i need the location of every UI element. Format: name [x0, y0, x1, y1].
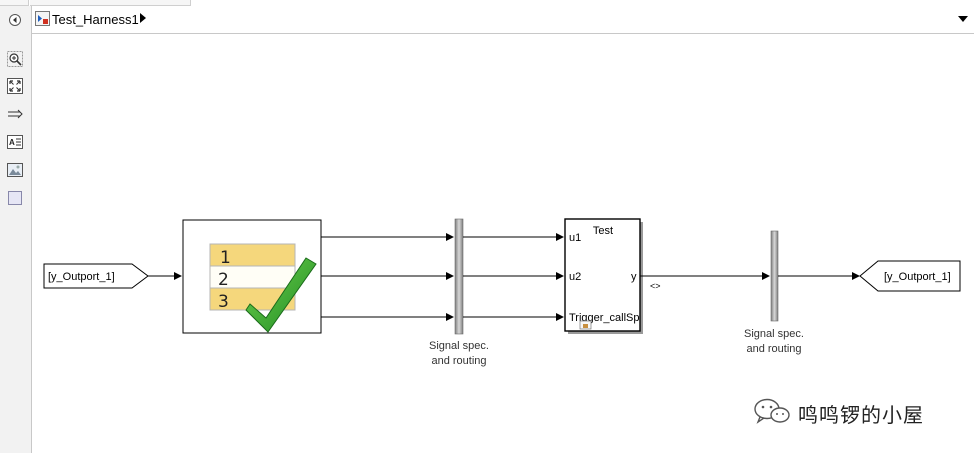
test-subsystem-block[interactable]: Test u1 u2 Trigger_callSp y [564, 218, 643, 334]
svg-text:A: A [9, 138, 15, 147]
signal-spec-block[interactable] [454, 218, 464, 335]
area-button[interactable] [6, 189, 24, 207]
chevron-down-icon[interactable] [958, 16, 968, 22]
arrow-head-icon [556, 272, 564, 280]
annotation-icon: A [7, 135, 23, 149]
signal-spec-caption-line2: and routing [746, 343, 801, 355]
wechat-icon [754, 398, 790, 424]
arrow-head-icon [556, 313, 564, 321]
left-toolbar: A [0, 6, 32, 453]
checkmark-icon [245, 257, 317, 333]
arrow-head-icon [852, 272, 860, 280]
breadcrumb: Test_Harness1 [32, 6, 974, 34]
from-block-label: [y_Outport_1] [884, 271, 951, 283]
arrow-head-icon [556, 233, 564, 241]
breadcrumb-expand-icon[interactable] [140, 13, 146, 23]
signal-editor-block[interactable]: 1 2 3 [182, 219, 322, 334]
image-button[interactable] [6, 161, 24, 179]
goto-block[interactable]: [y_Outport_1] [43, 263, 149, 289]
signal-arrows-button[interactable] [6, 105, 24, 123]
goto-block-label: [y_Outport_1] [48, 271, 115, 283]
top-strip [0, 0, 974, 6]
port-label-u2: u2 [569, 271, 581, 283]
breadcrumb-model-link[interactable]: Test_Harness1 [52, 12, 139, 27]
signal-spec-block[interactable] [770, 230, 779, 322]
lock-icon [579, 320, 592, 330]
zoom-in-button[interactable] [6, 50, 24, 68]
area-icon [8, 191, 22, 205]
signal-row-3: 3 [218, 292, 229, 312]
signal-row-1: 1 [220, 248, 231, 268]
arrow-head-icon [762, 272, 770, 280]
zoom-in-icon [7, 51, 23, 67]
subsystem-title: Test [593, 225, 613, 237]
hide-browser-icon [9, 14, 21, 26]
image-icon [7, 163, 23, 177]
top-tab [30, 0, 191, 6]
signal-spec-caption-line2: and routing [431, 355, 486, 367]
signal-spec-caption-line1: Signal spec. [429, 340, 489, 352]
watermark-text: 鸣鸣锣的小屋 [798, 403, 924, 427]
port-label-u1: u1 [569, 232, 581, 244]
fit-to-view-icon [7, 78, 23, 94]
block-diagram: [y_Outport_1] 1 2 3 Signal spec. and rou… [43, 218, 961, 367]
signal-arrows-icon [8, 109, 23, 119]
arrow-head-icon [174, 272, 182, 280]
signal-name-tag: <> [650, 281, 661, 291]
port-label-trigger: Trigger_callSp [569, 312, 640, 324]
arrow-head-icon [446, 272, 454, 280]
annotation-button[interactable]: A [6, 133, 24, 151]
watermark: 鸣鸣锣的小屋 [752, 396, 952, 427]
arrow-head-icon [446, 313, 454, 321]
model-canvas[interactable]: [y_Outport_1] 1 2 3 Signal spec. and rou… [32, 34, 974, 453]
fit-to-view-button[interactable] [6, 77, 24, 95]
port-label-y: y [631, 271, 637, 283]
signal-row-2: 2 [218, 270, 229, 290]
model-icon [35, 11, 50, 26]
top-tab-left [0, 0, 29, 6]
from-block[interactable]: [y_Outport_1] [859, 260, 961, 292]
hide-browser-button[interactable] [6, 11, 24, 29]
arrow-head-icon [446, 233, 454, 241]
signal-spec-caption-line1: Signal spec. [744, 328, 804, 340]
